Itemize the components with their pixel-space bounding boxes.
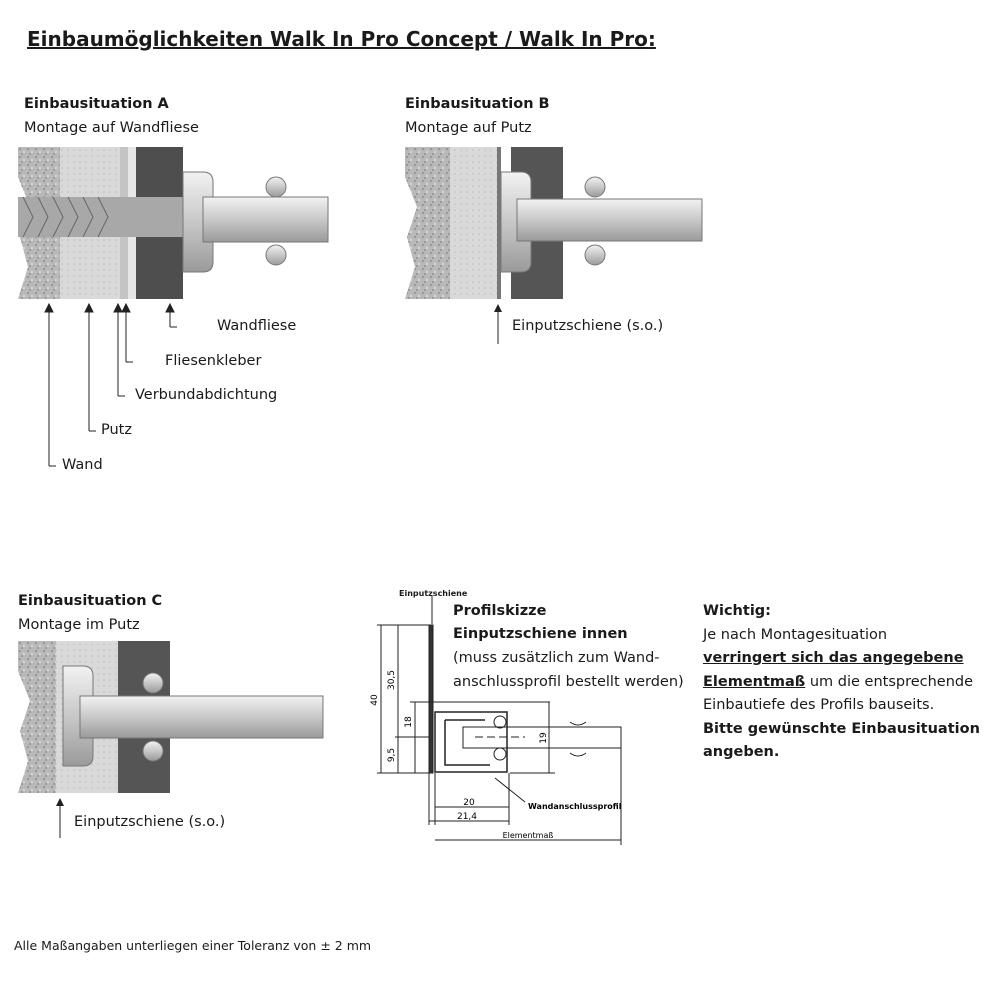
situation-b-arrow	[494, 304, 502, 344]
situation-a-illustration	[18, 147, 329, 299]
important-elementmass: Elementmaß	[703, 673, 806, 690]
important-heading: Wichtig:	[703, 603, 771, 619]
label-wand: Wand	[62, 457, 103, 473]
important-line-5: Bitte gewünschte Einbausituation	[703, 720, 980, 737]
label-einputzschiene-b: Einputzschiene (s.o.)	[512, 318, 664, 334]
situation-c-illustration	[18, 641, 324, 793]
sketch-subheading: Einputzschiene innen	[453, 626, 628, 642]
dim-20: 20	[463, 798, 475, 808]
situation-c-arrow	[56, 798, 64, 838]
sketch-note-2: anschlussprofil bestellt werden)	[453, 674, 684, 690]
important-note: Wichtig: Je nach Montagesituation verrin…	[703, 600, 980, 765]
important-line-3: Elementmaß um die entsprechende	[703, 671, 980, 695]
dim-9-5: 9,5	[387, 748, 397, 762]
situation-a-leader-lines	[44, 302, 177, 467]
situation-a-heading: Einbausituation A	[24, 96, 169, 112]
sketch-note-1: (muss zusätzlich zum Wand-	[453, 650, 660, 666]
situation-c-subtitle: Montage im Putz	[18, 617, 140, 633]
important-line-2: verringert sich das angegebene	[703, 650, 964, 666]
dim-21-4: 21,4	[457, 812, 477, 822]
situation-b-subtitle: Montage auf Putz	[405, 120, 532, 136]
important-line-6: angeben.	[703, 744, 780, 760]
situation-c-heading: Einbausituation C	[18, 593, 163, 609]
important-line-3-rest: um die entsprechende	[805, 673, 974, 690]
situation-b-illustration	[405, 147, 703, 299]
sketch-heading: Profilskizze	[453, 603, 547, 619]
label-verbundabdichtung: Verbundabdichtung	[135, 387, 278, 403]
footer-tolerance-note: Alle Maßangaben unterliegen einer Tolera…	[14, 938, 372, 953]
wandanschlussprofil-label: Wandanschlussprofil	[528, 802, 622, 811]
label-wandfliese: Wandfliese	[217, 318, 297, 334]
profile-sketch-drawing: 40 30,5 18 9,5 19 20 21,4 Wandanschlussp…	[370, 595, 622, 845]
page-title: Einbaumöglichkeiten Walk In Pro Concept …	[27, 27, 656, 51]
dim-19: 19	[539, 732, 549, 744]
dim-30-5: 30,5	[387, 670, 397, 690]
important-line-4: Einbautiefe des Profils bauseits.	[703, 697, 935, 713]
important-line-1: Je nach Montagesituation	[703, 626, 888, 643]
situation-a-subtitle: Montage auf Wandfliese	[24, 120, 199, 136]
label-putz: Putz	[101, 422, 132, 438]
label-einputzschiene-c: Einputzschiene (s.o.)	[74, 814, 226, 830]
dim-18: 18	[404, 716, 414, 728]
situation-b-heading: Einbausituation B	[405, 96, 550, 112]
dim-40: 40	[370, 694, 380, 706]
elementmass-label: Elementmaß	[503, 831, 554, 840]
sketch-top-label: Einputzschiene	[399, 589, 468, 598]
label-fliesenkleber: Fliesenkleber	[165, 353, 262, 369]
